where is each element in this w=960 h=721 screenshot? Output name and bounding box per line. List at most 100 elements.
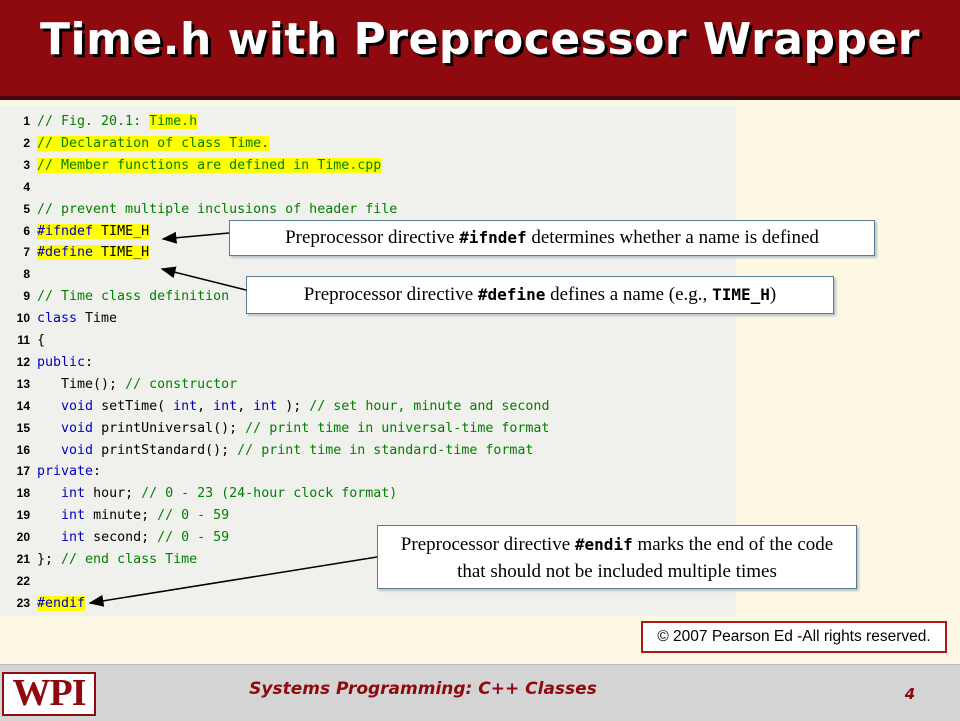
- line-number: 17: [16, 464, 30, 479]
- code-line: 5// prevent multiple inclusions of heade…: [12, 198, 397, 220]
- code-token: #define: [37, 245, 94, 261]
- callout-endif-code: #endif: [574, 535, 633, 554]
- code-token: hour;: [85, 486, 142, 502]
- code-line: 13 Time(); // constructor: [12, 373, 238, 395]
- callout-ifndef-post: determines whether a name is defined: [526, 227, 819, 248]
- code-line: 4: [12, 176, 37, 198]
- code-token: minute;: [85, 508, 158, 524]
- code-token: Time();: [37, 376, 126, 392]
- callout-endif: Preprocessor directive #endif marks the …: [377, 525, 857, 589]
- code-token: void: [61, 442, 94, 458]
- code-line: 21}; // end class Time: [12, 548, 197, 570]
- code-token: [37, 421, 61, 436]
- code-token: [37, 508, 61, 523]
- code-token: int: [173, 398, 198, 414]
- code-token: public: [37, 354, 86, 370]
- code-token: class: [37, 311, 78, 327]
- code-token: };: [37, 552, 62, 567]
- line-number: 23: [16, 595, 30, 610]
- callout-define-pre: Preprocessor directive: [303, 284, 478, 305]
- code-token: Time: [77, 311, 118, 327]
- copyright-notice: © 2007 Pearson Ed -All rights reserved.: [641, 621, 947, 653]
- code-token: :: [93, 464, 102, 480]
- code-line: 22: [12, 570, 37, 592]
- code-token: int: [61, 530, 86, 546]
- title-bar: Time.h with Preprocessor Wrapper: [0, 0, 960, 100]
- line-number: 6: [23, 223, 30, 238]
- code-token: int: [61, 486, 86, 502]
- code-token: :: [85, 354, 94, 370]
- code-token: void: [61, 398, 94, 414]
- code-token: #ifndef: [37, 223, 94, 239]
- line-number: 22: [16, 573, 30, 588]
- code-token: TIME_H: [93, 223, 150, 239]
- code-line: 8: [12, 263, 37, 285]
- code-token: );: [277, 398, 310, 414]
- code-token: // print time in standard-time format: [237, 442, 534, 458]
- code-line: 16 void printStandard(); // print time i…: [12, 439, 534, 461]
- code-line: 7#define TIME_H: [12, 241, 150, 263]
- callout-define-mid: defines a name (e.g.,: [545, 284, 713, 305]
- code-token: [37, 486, 61, 501]
- code-token: [37, 530, 61, 545]
- line-number: 4: [23, 179, 30, 194]
- code-token: second;: [85, 530, 158, 546]
- line-number: 20: [16, 530, 30, 545]
- line-number: 12: [16, 354, 30, 369]
- code-token: // 0 - 59: [157, 530, 230, 546]
- code-token: #endif: [37, 595, 86, 611]
- callout-endif-pre: Preprocessor directive: [400, 534, 575, 555]
- code-token: // print time in universal-time format: [245, 420, 550, 436]
- code-line: 2// Declaration of class Time.: [12, 132, 270, 154]
- code-line: 1// Fig. 20.1: Time.h: [12, 110, 198, 132]
- line-number: 2: [23, 135, 30, 150]
- callout-define: Preprocessor directive #define defines a…: [246, 276, 834, 314]
- code-token: // 0 - 59: [157, 508, 230, 524]
- code-token: printStandard();: [93, 442, 238, 458]
- code-line: 15 void printUniversal(); // print time …: [12, 417, 550, 439]
- code-token: int: [61, 508, 86, 524]
- line-number: 14: [16, 398, 30, 413]
- code-token: {: [37, 333, 46, 348]
- code-token: // 0 - 23 (24-hour clock format): [141, 486, 398, 502]
- callout-ifndef: Preprocessor directive #ifndef determine…: [229, 220, 875, 256]
- code-token: [37, 443, 61, 458]
- footer-bar: [0, 664, 960, 721]
- line-number: 11: [17, 333, 30, 347]
- code-token: // constructor: [125, 376, 238, 392]
- line-number: 18: [16, 486, 30, 501]
- line-number: 9: [23, 289, 30, 304]
- code-token: TIME_H: [93, 245, 150, 261]
- callout-ifndef-pre: Preprocessor directive: [285, 227, 460, 248]
- callout-define-post: ): [769, 284, 777, 305]
- code-line: 3// Member functions are defined in Time…: [12, 154, 382, 176]
- code-token: // Fig. 20.1:: [37, 114, 150, 129]
- code-line: 14 void setTime( int, int, int ); // set…: [12, 395, 550, 417]
- code-token: printUniversal();: [93, 420, 246, 436]
- code-token: // set hour, minute and second: [309, 398, 550, 414]
- code-line: 10 class Time: [12, 307, 117, 329]
- slide-title: Time.h with Preprocessor Wrapper: [40, 14, 920, 65]
- code-line: 20 int second; // 0 - 59: [12, 526, 230, 548]
- line-number: 19: [16, 508, 30, 523]
- code-line: 23 #endif: [12, 592, 86, 614]
- callout-ifndef-code: #ifndef: [459, 228, 527, 247]
- code-token: void: [61, 420, 94, 436]
- code-token: // end class Time: [61, 552, 198, 567]
- line-number: 10: [16, 311, 30, 326]
- line-number: 1: [23, 114, 30, 128]
- code-line: 9 // Time class definition: [12, 285, 229, 307]
- wpi-logo: WPI: [2, 672, 96, 716]
- line-number: 15: [16, 420, 30, 435]
- callout-endif-post: marks the end of the code that should no…: [457, 534, 834, 582]
- page-number: 4: [904, 685, 916, 703]
- code-token: setTime(: [93, 398, 174, 414]
- footer-course-title: Systems Programming: C++ Classes: [249, 679, 597, 699]
- code-line: 11 {: [12, 329, 45, 351]
- code-token: // Member functions are defined in Time.…: [37, 157, 382, 173]
- code-token: // Time class definition: [37, 289, 230, 305]
- wpi-logo-text: WPI: [12, 672, 87, 714]
- line-number: 8: [23, 267, 30, 282]
- callout-define-code2: TIME_H: [712, 285, 770, 304]
